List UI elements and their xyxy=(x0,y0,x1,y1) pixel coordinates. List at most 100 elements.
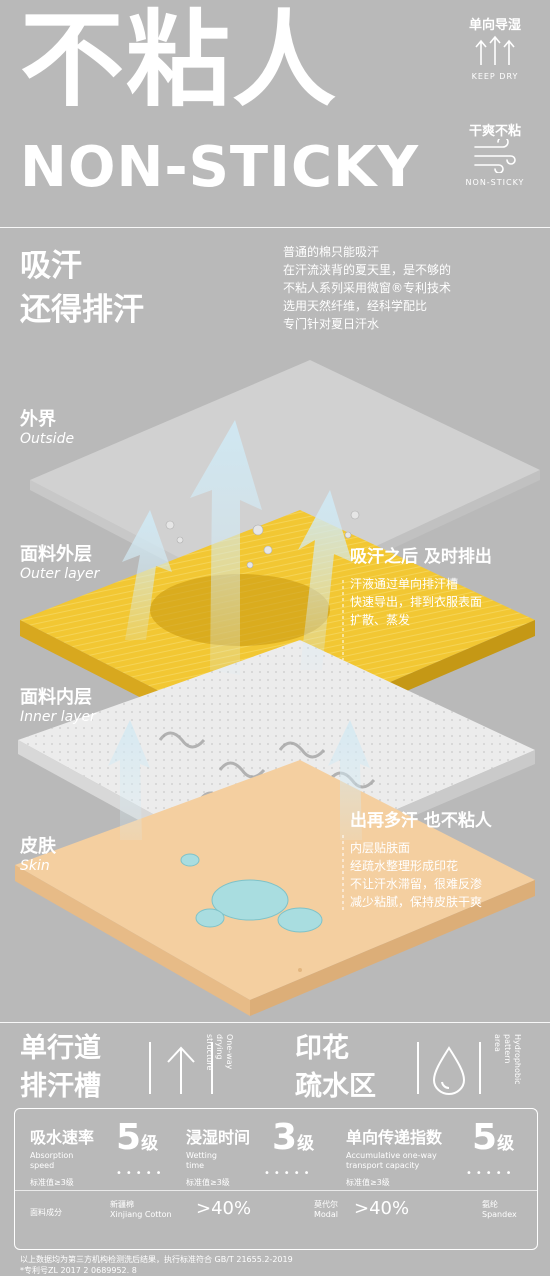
metric-wetting: 浸湿时间 Wetting time 标准值≥3级 xyxy=(186,1124,250,1188)
water-droplets xyxy=(180,853,323,933)
metric-unit: 级 xyxy=(297,1134,315,1154)
sweat-heading-line1: 吸汗 xyxy=(20,248,82,284)
badge-non-sticky-en: NON-STICKY xyxy=(465,178,525,187)
layer-label-skin: 皮肤 Skin xyxy=(20,832,56,874)
feature-line: 印花 xyxy=(295,1033,349,1064)
layer-label-cn: 面料外层 xyxy=(20,544,92,565)
metric-standard: 标准值≥3级 xyxy=(30,1178,74,1187)
fabric-name-cn: 氨纶 xyxy=(482,1200,498,1209)
sweat-bubbles xyxy=(165,510,360,569)
metric-rating-dots: ••••• xyxy=(466,1168,516,1179)
fabric-label: 面料成分 xyxy=(30,1208,62,1217)
metric-standard: 标准值≥3级 xyxy=(346,1178,390,1187)
metric-one-way-value: 5级 xyxy=(472,1120,514,1156)
callout-heading: 出再多汗 也不粘人 xyxy=(350,811,492,831)
one-way-arrow-icon xyxy=(149,1042,213,1094)
metric-name: 吸水速率 xyxy=(30,1128,95,1147)
metric-one-way-transport: 单向传递指数 Accumulative one-way transport ca… xyxy=(346,1124,442,1188)
metric-rating-dots: ••••• xyxy=(264,1168,314,1179)
intro-line: 在汗流浃背的夏天里，是不够的 xyxy=(283,263,452,277)
triple-arrow-up-icon xyxy=(475,35,515,65)
badge-non-sticky-cn: 干爽不粘 xyxy=(468,124,521,139)
feature-line: 疏水区 xyxy=(295,1071,376,1102)
metric-unit: 级 xyxy=(141,1134,159,1154)
metric-en: Accumulative one-way xyxy=(346,1151,437,1160)
fabric-spandex: 氨纶 Spandex xyxy=(482,1200,517,1220)
intro-line: 普通的棉只能吸汗 xyxy=(283,245,380,259)
fabric-value: >40% xyxy=(196,1198,252,1219)
divider-top xyxy=(0,227,550,228)
layer-label-en: Outer layer xyxy=(20,566,100,582)
layer-label-outer: 面料外层 Outer layer xyxy=(20,540,99,582)
metric-name: 浸湿时间 xyxy=(186,1128,251,1147)
sweat-arrows xyxy=(108,420,370,840)
callout-line: 汗液通过单向排汗槽 xyxy=(350,577,459,591)
metric-en: Absorption xyxy=(30,1151,74,1160)
layer-label-en: Skin xyxy=(20,858,50,874)
feature-en-line: One-way xyxy=(225,1034,234,1070)
sweat-heading-line2: 还得排汗 xyxy=(20,292,144,328)
fabric-name-en: Spandex xyxy=(482,1210,517,1219)
intro-line: 选用天然纤维，经科学配比 xyxy=(283,299,428,313)
fabric-name-en: Xinjiang Cotton xyxy=(110,1210,172,1219)
feature-one-way-en: One-way drying structure xyxy=(204,1034,234,1070)
divider-features xyxy=(0,1022,550,1023)
water-drop-icon xyxy=(417,1042,481,1095)
fabric-modal: 莫代尔 Modal xyxy=(314,1200,338,1220)
metric-absorption: 吸水速率 Absorption speed 标准值≥3级 xyxy=(30,1124,94,1188)
layer-label-cn: 面料内层 xyxy=(20,687,92,708)
fabric-value: >40% xyxy=(354,1198,410,1219)
skin-layer xyxy=(15,760,535,1016)
metric-unit: 级 xyxy=(497,1134,515,1154)
main-title-en: NON-STICKY xyxy=(20,135,419,200)
metric-absorption-value: 5级 xyxy=(116,1120,158,1156)
layer-label-en: Inner layer xyxy=(20,709,96,725)
footer-patent: *专利号ZL 2017 2 0689952. 8 xyxy=(20,1266,137,1275)
badge-keep-dry-en: KEEP DRY xyxy=(471,72,519,81)
metric-value: 3 xyxy=(272,1117,298,1158)
metric-en: transport capacity xyxy=(346,1161,420,1170)
metrics-divider xyxy=(14,1190,538,1191)
intro-text: 普通的棉只能吸汗 在汗流浃背的夏天里，是不够的 不粘人系列采用微窗®专利技术 选… xyxy=(283,243,538,333)
intro-line: 专门针对夏日汗水 xyxy=(283,317,380,331)
callout-line: 不让汗水滞留，很难反渗 xyxy=(350,877,483,891)
feature-en-line: pattern xyxy=(503,1034,512,1064)
callout-line: 内层贴肤面 xyxy=(350,841,411,855)
layer-label-en: Outside xyxy=(20,431,75,447)
wind-lines-icon xyxy=(474,136,516,174)
feature-en-line: structure xyxy=(205,1034,214,1071)
feature-line: 单行道 xyxy=(20,1033,101,1064)
badge-keep-dry: 单向导湿 KEEP DRY xyxy=(460,14,530,81)
feature-en-line: drying xyxy=(215,1034,224,1060)
callout-line: 减少粘腻，保持皮肤干爽 xyxy=(350,895,483,909)
intro-line: 不粘人系列采用微窗®专利技术 xyxy=(283,281,452,295)
callout-line: 快速导出，排到衣服表面 xyxy=(350,595,483,609)
metric-standard: 标准值≥3级 xyxy=(186,1178,230,1187)
feature-hydrophobic-en: Hydrophobic pattern area xyxy=(492,1034,522,1085)
badge-keep-dry-cn: 单向导湿 xyxy=(468,18,521,33)
fabric-layer-diagram xyxy=(15,360,540,1016)
main-title-cn: 不粘人 xyxy=(20,0,339,121)
callout-skin: 出再多汗 也不粘人 内层贴肤面 经疏水整理形成印花 不让汗水滞留，很难反渗 减少… xyxy=(350,806,492,911)
metrics-panel xyxy=(14,1108,538,1250)
metric-en: speed xyxy=(30,1161,55,1170)
fabric-cotton: 新疆棉 Xinjiang Cotton xyxy=(110,1200,172,1220)
fabric-name-cn: 莫代尔 xyxy=(314,1200,338,1209)
sweat-heading: 吸汗 还得排汗 xyxy=(20,244,144,332)
layer-label-cn: 外界 xyxy=(20,409,56,430)
fabric-name-cn: 新疆棉 xyxy=(110,1200,134,1209)
layer-label-outside: 外界 Outside xyxy=(20,405,74,447)
layer-label-inner: 面料内层 Inner layer xyxy=(20,683,96,725)
feature-en-line: Hydrophobic xyxy=(513,1034,522,1085)
feature-hydrophobic: 印花 疏水区 xyxy=(295,1030,376,1106)
metric-value: 5 xyxy=(116,1117,142,1158)
metric-wetting-value: 3级 xyxy=(272,1120,314,1156)
metric-rating-dots: ••••• xyxy=(116,1168,166,1179)
metric-value: 5 xyxy=(472,1117,498,1158)
callout-heading: 吸汗之后 及时排出 xyxy=(350,547,492,567)
layer-label-cn: 皮肤 xyxy=(20,836,56,857)
metric-en: time xyxy=(186,1161,205,1170)
feature-en-line: area xyxy=(493,1034,502,1052)
feature-one-way: 单行道 排汗槽 xyxy=(20,1030,101,1106)
